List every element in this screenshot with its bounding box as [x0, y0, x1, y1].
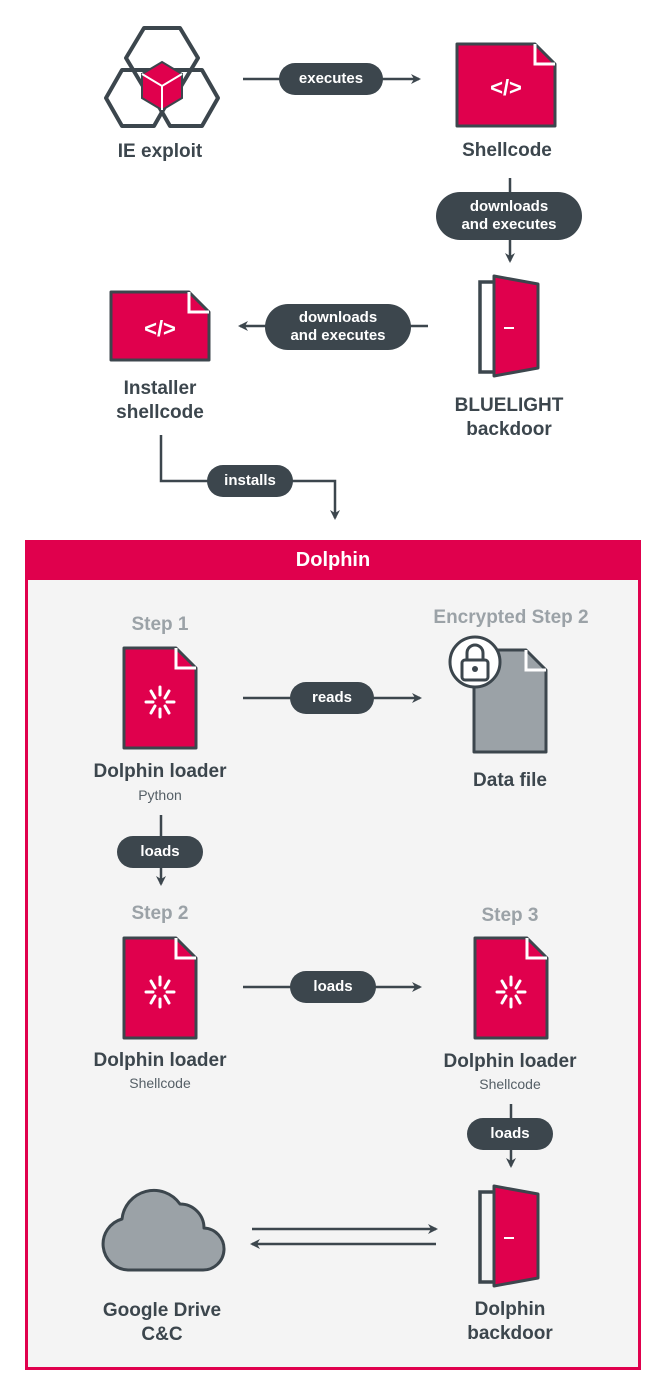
loading-spinner-icon — [144, 685, 176, 719]
installer-label-line2: shellcode — [116, 402, 204, 423]
data-file-icon — [448, 635, 548, 754]
bluelight-label-line2: backdoor — [466, 419, 552, 440]
step3-label: Step 3 — [481, 905, 539, 926]
step2-loader-sub: Shellcode — [129, 1075, 191, 1091]
step1-loader-title: Dolphin loader — [93, 761, 227, 782]
edge-label-downloads-1-line2: and executes — [461, 216, 557, 233]
svg-text:</>: </> — [144, 316, 176, 341]
gdrive-label-line2: C&C — [141, 1324, 183, 1345]
ie-exploit-icon — [104, 26, 220, 128]
edge-label-installs: installs — [207, 465, 293, 497]
bluelight-label-line1: BLUELIGHT — [454, 395, 564, 416]
step1-label: Step 1 — [131, 614, 189, 635]
dolphin-container-title: Dolphin — [25, 540, 641, 580]
step1-loader-sub: Python — [138, 787, 182, 803]
edge-label-downloads-2-line2: and executes — [290, 327, 386, 344]
encrypted-step2-label: Encrypted Step 2 — [433, 607, 589, 628]
edge-label-downloads-1-line1: downloads — [469, 198, 549, 215]
step2-label: Step 2 — [131, 903, 189, 924]
shellcode-label: Shellcode — [462, 140, 552, 161]
edge-label-loads-1: loads — [117, 836, 203, 868]
edge-label-executes: executes — [279, 63, 383, 95]
dolphin-backdoor-label-line2: backdoor — [467, 1323, 553, 1344]
ie-exploit-label: IE exploit — [117, 141, 203, 162]
installer-label-line1: Installer — [123, 378, 197, 399]
step1-file-icon — [122, 646, 198, 750]
edge-label-downloads-2: downloads and executes — [265, 304, 411, 350]
step2-loader-title: Dolphin loader — [93, 1050, 227, 1071]
svg-text:</>: </> — [490, 75, 522, 100]
edge-label-reads: reads — [290, 682, 374, 714]
edge-label-loads-2: loads — [290, 971, 376, 1003]
dolphin-door-icon — [478, 1184, 540, 1288]
cloud-icon — [101, 1188, 226, 1272]
data-file-label: Data file — [473, 770, 547, 791]
lock-icon — [460, 643, 490, 682]
step3-loader-title: Dolphin loader — [443, 1051, 577, 1072]
step2-file-icon — [122, 936, 198, 1040]
shellcode-icon: </> — [455, 42, 557, 128]
edge-label-downloads-1: downloads and executes — [436, 192, 582, 240]
step3-file-icon — [473, 936, 549, 1040]
edge-label-loads-3: loads — [467, 1118, 553, 1150]
gdrive-label-line1: Google Drive — [102, 1300, 222, 1321]
step3-loader-sub: Shellcode — [479, 1076, 541, 1092]
loading-spinner-icon — [495, 975, 527, 1009]
loading-spinner-icon — [144, 975, 176, 1009]
bluelight-door-icon — [478, 274, 540, 378]
dolphin-backdoor-label-line1: Dolphin — [474, 1299, 546, 1320]
edge-label-downloads-2-line1: downloads — [298, 309, 378, 326]
installer-shellcode-icon: </> — [109, 290, 211, 362]
